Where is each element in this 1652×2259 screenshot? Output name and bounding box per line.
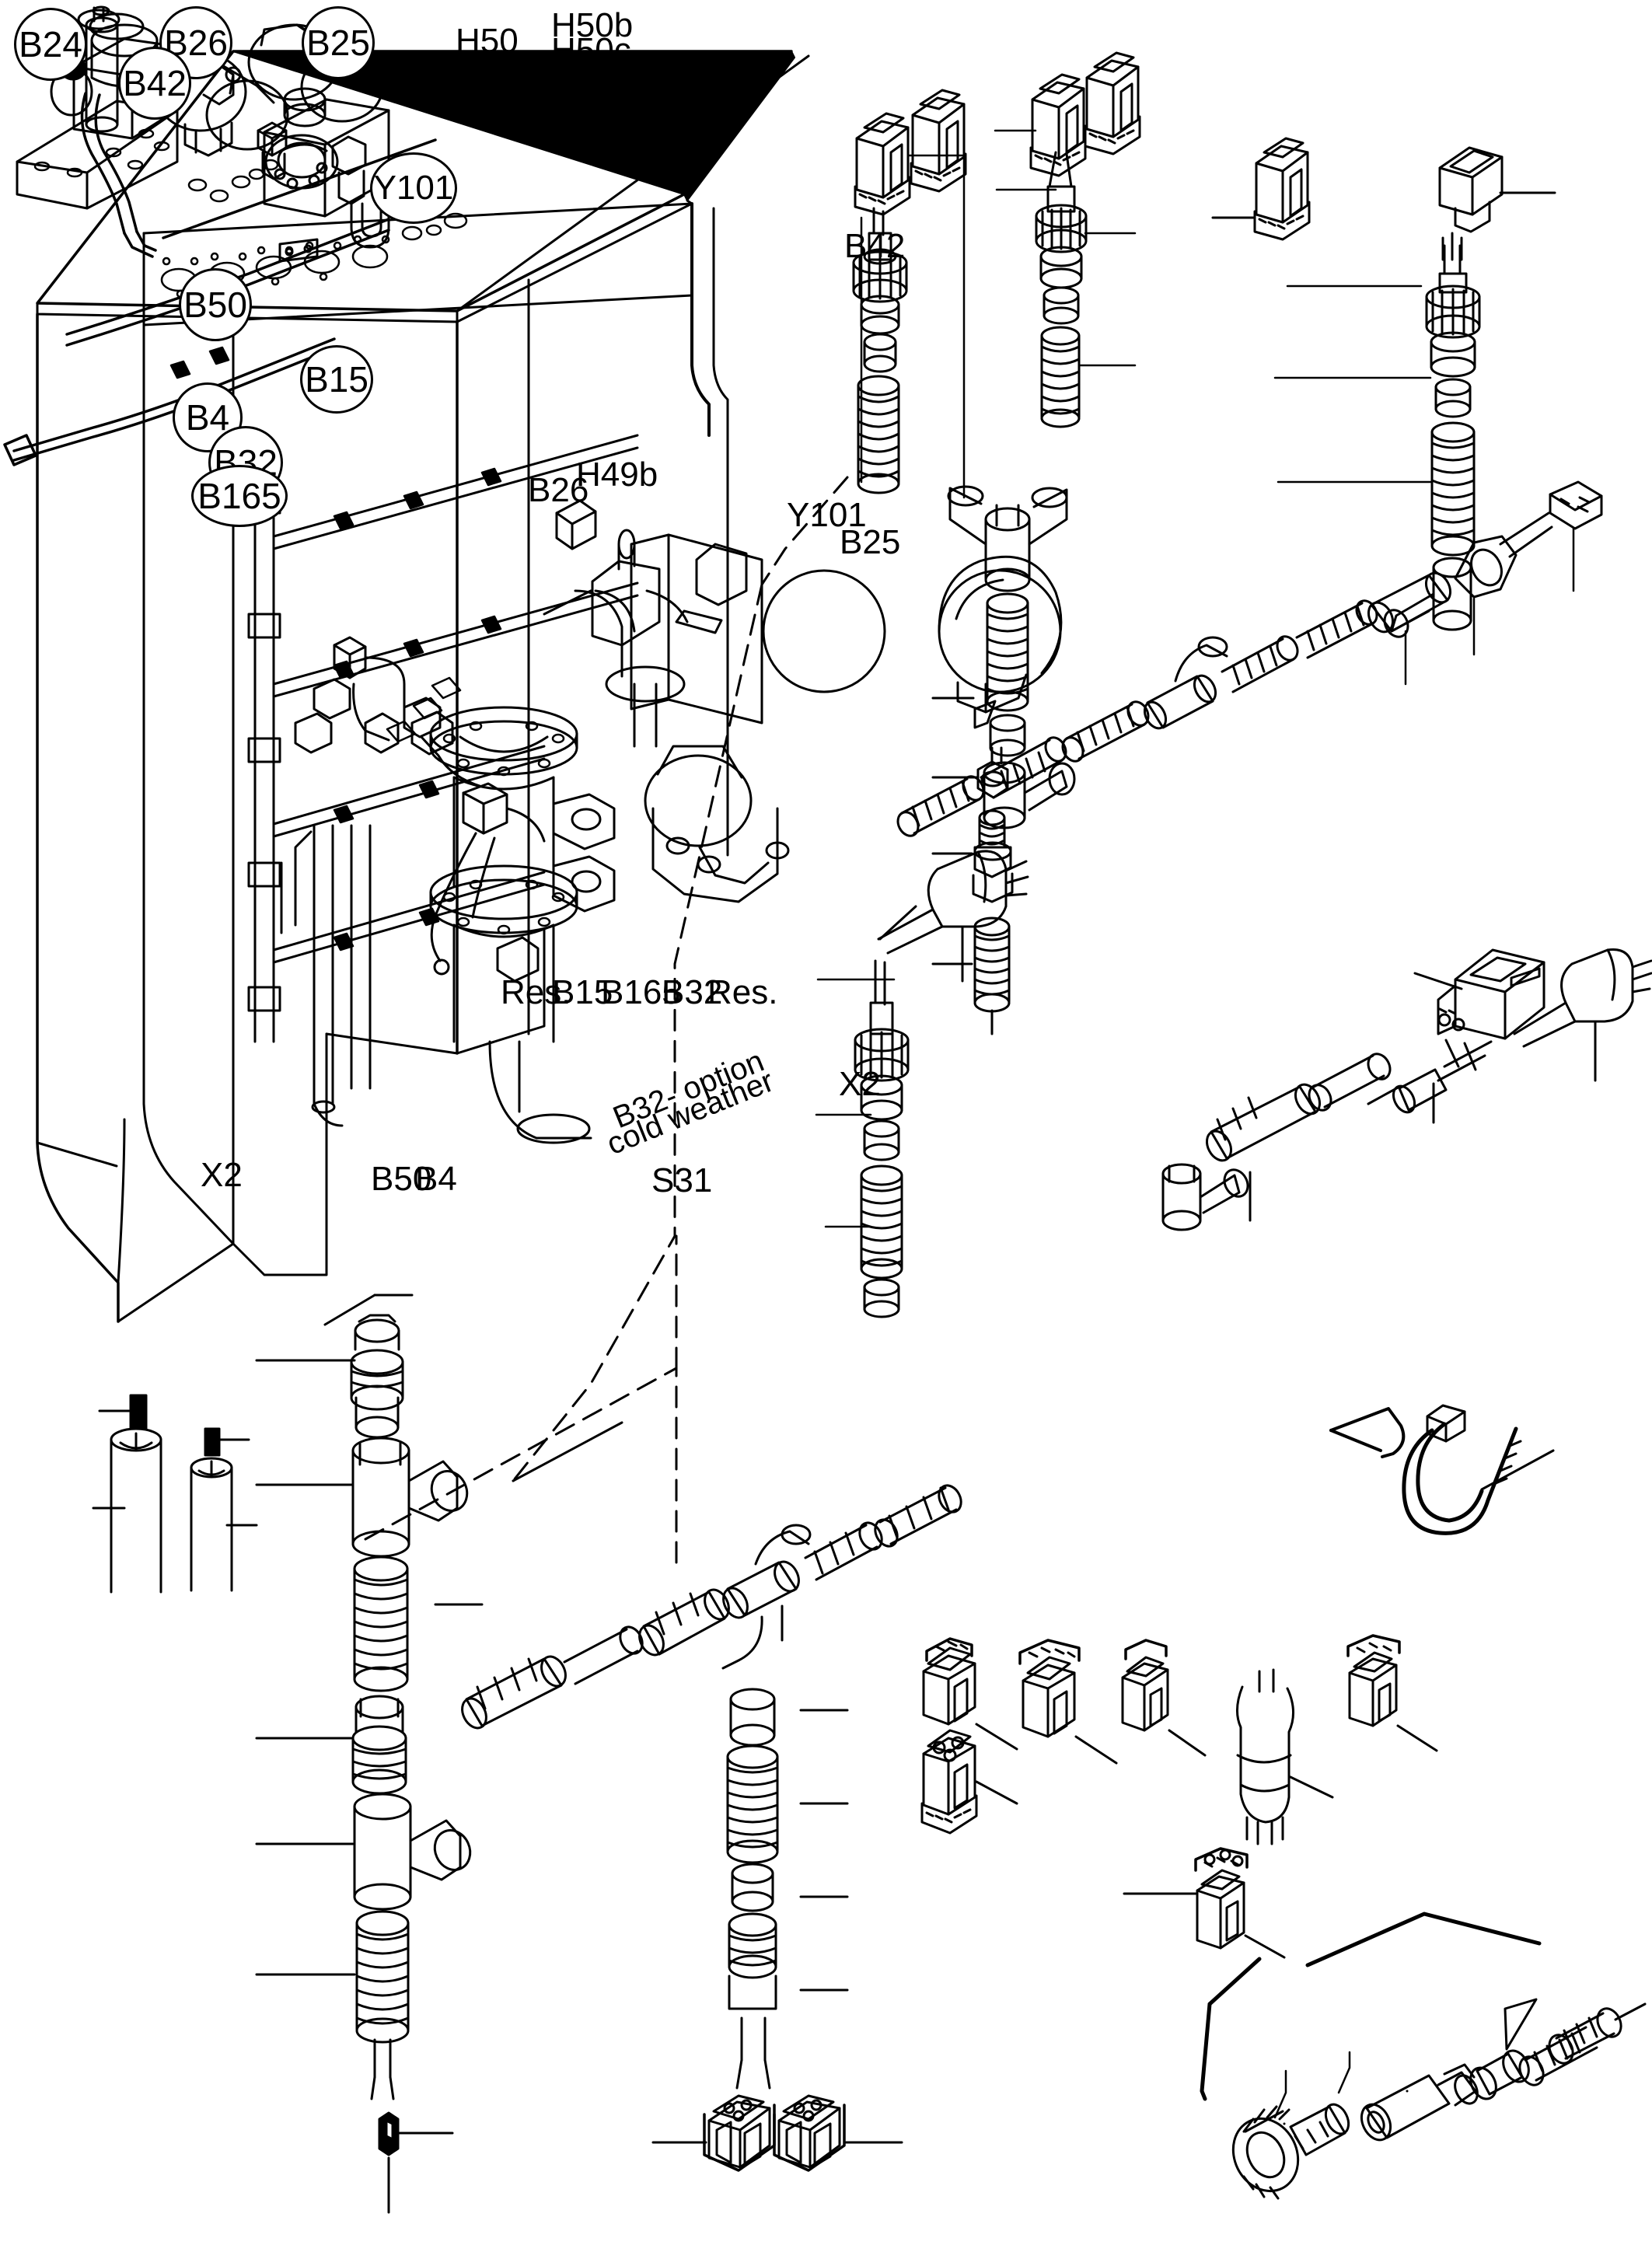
label-y101-right: Y101 [787, 496, 867, 534]
callout-bubble-b15-mid[interactable]: B15 [300, 345, 373, 414]
label-h50c: H50c [551, 31, 631, 69]
callout-bubble-b25-top[interactable]: B25 [302, 6, 375, 79]
callout-bubble-y101-top[interactable]: Y101 [370, 152, 457, 224]
label-x2-bottom-right: X2 [839, 1065, 881, 1103]
label-b165-bottom: B165 [601, 973, 681, 1011]
callout-label: B25 [306, 23, 370, 63]
callout-bubble-b165-mid[interactable]: B165 [191, 465, 288, 527]
label-b42-right: B42 [844, 227, 906, 265]
label-x2-bottom-left: X2 [201, 1156, 243, 1194]
callout-label: Y101 [373, 169, 454, 207]
label-b26-mid: B26 [528, 471, 589, 509]
callout-bubble-b24-top[interactable]: B24 [14, 8, 87, 81]
label-res-top: Res. [650, 82, 721, 120]
label-h49b: H49b [576, 456, 658, 494]
label-s31: S31 [651, 1161, 713, 1199]
label-h50a: H50a [452, 44, 535, 82]
callout-label: B15 [305, 359, 368, 400]
label-b24-right: B24 [689, 65, 750, 103]
callout-label: B4 [185, 397, 230, 438]
label-res-bottom-2: Res. [707, 973, 778, 1011]
label-h50: H50 [456, 22, 519, 60]
label-b32-bottom: B32 [662, 973, 723, 1011]
callout-bubble-b50-mid[interactable]: B50 [179, 268, 252, 341]
callout-label: B50 [183, 285, 247, 325]
callout-bubble-b42-top[interactable]: B42 [118, 47, 191, 120]
callout-bubble-b4-mid[interactable]: B4 [173, 382, 243, 452]
label-b4-bottom: B4 [415, 1160, 457, 1198]
label-h50b: H50b [551, 6, 634, 44]
label-res-bottom-1: Res. [501, 973, 571, 1011]
label-b25-right: B25 [840, 523, 901, 561]
callout-label: B165 [197, 476, 281, 516]
label-b50-bottom: B50 [371, 1160, 432, 1198]
callout-label: B42 [123, 63, 187, 103]
label-b15-bottom: B15 [552, 973, 613, 1011]
callout-label: B24 [19, 24, 82, 65]
